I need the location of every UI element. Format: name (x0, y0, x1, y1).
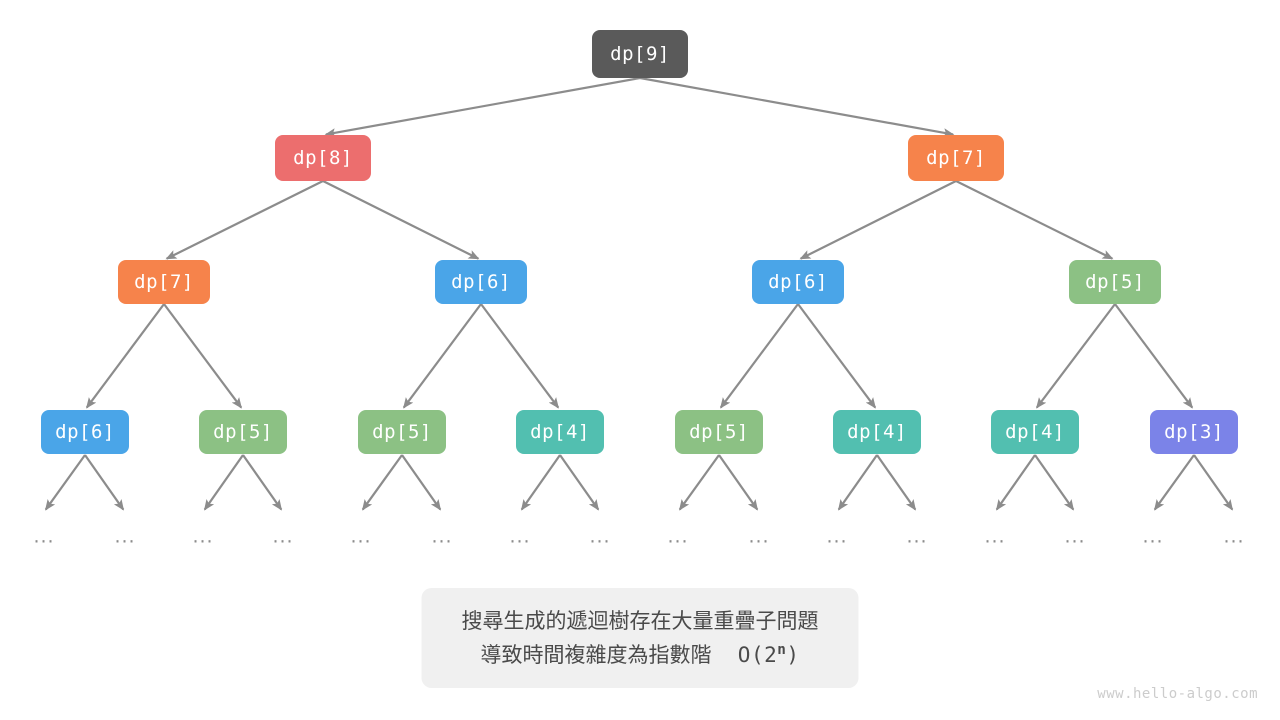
node-dp-4-c[interactable]: dp[4] (991, 410, 1079, 454)
edge-leaf-1-l (44, 454, 86, 511)
ellipsis-13: ... (984, 525, 1006, 548)
node-dp-4-b[interactable]: dp[4] (833, 410, 921, 454)
ellipsis-7: ... (509, 525, 531, 548)
caption-line-2: 導致時間複雜度為指數階 O(2n) (462, 638, 819, 672)
edge-dp6b-dp5 (719, 303, 799, 409)
node-dp-6-a[interactable]: dp[6] (435, 260, 527, 304)
edge-leaf-3-r (401, 454, 442, 511)
node-dp-4-a[interactable]: dp[4] (516, 410, 604, 454)
edge-dp6a-dp4 (480, 303, 560, 409)
watermark: www.hello-algo.com (1097, 686, 1258, 702)
ellipsis-15: ... (1142, 525, 1164, 548)
edge-dp7l-dp5 (163, 303, 243, 409)
edge-leaf-7-r (1034, 454, 1075, 511)
edge-leaf-4-r (559, 454, 600, 511)
edge-dp6a-dp5 (402, 303, 482, 409)
edge-leaf-8-r (1193, 454, 1234, 511)
node-dp-5-d[interactable]: dp[5] (675, 410, 763, 454)
node-dp-3[interactable]: dp[3] (1150, 410, 1238, 454)
ellipsis-6: ... (431, 525, 453, 548)
ellipsis-4: ... (272, 525, 294, 548)
edge-leaf-2-l (203, 454, 244, 511)
ellipsis-2: ... (114, 525, 136, 548)
edge-dp9-dp7 (639, 76, 955, 138)
ellipsis-14: ... (1064, 525, 1086, 548)
ellipsis-1: ... (33, 525, 55, 548)
node-dp-9-root[interactable]: dp[9] (592, 30, 688, 78)
edge-leaf-5-l (678, 454, 720, 511)
complexity-base: O(2 (737, 643, 778, 667)
edge-leaf-6-l (837, 454, 878, 511)
node-dp-5-a[interactable]: dp[5] (1069, 260, 1161, 304)
edge-dp5a-dp4 (1035, 303, 1116, 409)
edge-dp8-dp7 (165, 180, 324, 260)
edge-leaf-1-r (84, 454, 125, 511)
edge-dp5a-dp3 (1114, 303, 1194, 409)
complexity-exponent: n (777, 642, 787, 658)
edge-dp6b-dp4 (797, 303, 877, 409)
edge-leaf-4-l (520, 454, 561, 511)
caption-line-2-text: 導致時間複雜度為指數階 (480, 643, 712, 667)
node-dp-8[interactable]: dp[8] (275, 135, 371, 181)
ellipsis-5: ... (350, 525, 372, 548)
node-dp-7-l[interactable]: dp[7] (118, 260, 210, 304)
ellipsis-12: ... (906, 525, 928, 548)
node-dp-6-c[interactable]: dp[6] (41, 410, 129, 454)
edge-dp7r-dp5 (955, 180, 1114, 260)
ellipsis-10: ... (748, 525, 770, 548)
edge-dp7r-dp6 (799, 180, 957, 260)
edge-dp8-dp6 (322, 180, 480, 260)
caption-line-1: 搜尋生成的遞迴樹存在大量重疊子問題 (461, 608, 819, 633)
ellipsis-11: ... (826, 525, 848, 548)
ellipsis-9: ... (667, 525, 689, 548)
edge-leaf-6-r (876, 454, 917, 511)
caption-box: 搜尋生成的遞迴樹存在大量重疊子問題 導致時間複雜度為指數階 O(2n) (421, 587, 859, 689)
edge-dp9-dp8 (324, 76, 641, 138)
edge-leaf-8-l (1153, 454, 1195, 511)
complexity-expression: O(2n) (712, 642, 800, 667)
edge-leaf-5-r (718, 454, 759, 511)
edge-leaf-7-l (995, 454, 1036, 511)
edge-dp7l-dp6 (85, 303, 165, 409)
node-dp-7-r[interactable]: dp[7] (908, 135, 1004, 181)
node-dp-5-b[interactable]: dp[5] (199, 410, 287, 454)
ellipsis-16: ... (1223, 525, 1245, 548)
node-dp-6-b[interactable]: dp[6] (752, 260, 844, 304)
complexity-suffix: ) (786, 643, 800, 667)
edge-leaf-2-r (242, 454, 283, 511)
ellipsis-3: ... (192, 525, 214, 548)
ellipsis-8: ... (589, 525, 611, 548)
edge-leaf-3-l (361, 454, 403, 511)
node-dp-5-c[interactable]: dp[5] (358, 410, 446, 454)
